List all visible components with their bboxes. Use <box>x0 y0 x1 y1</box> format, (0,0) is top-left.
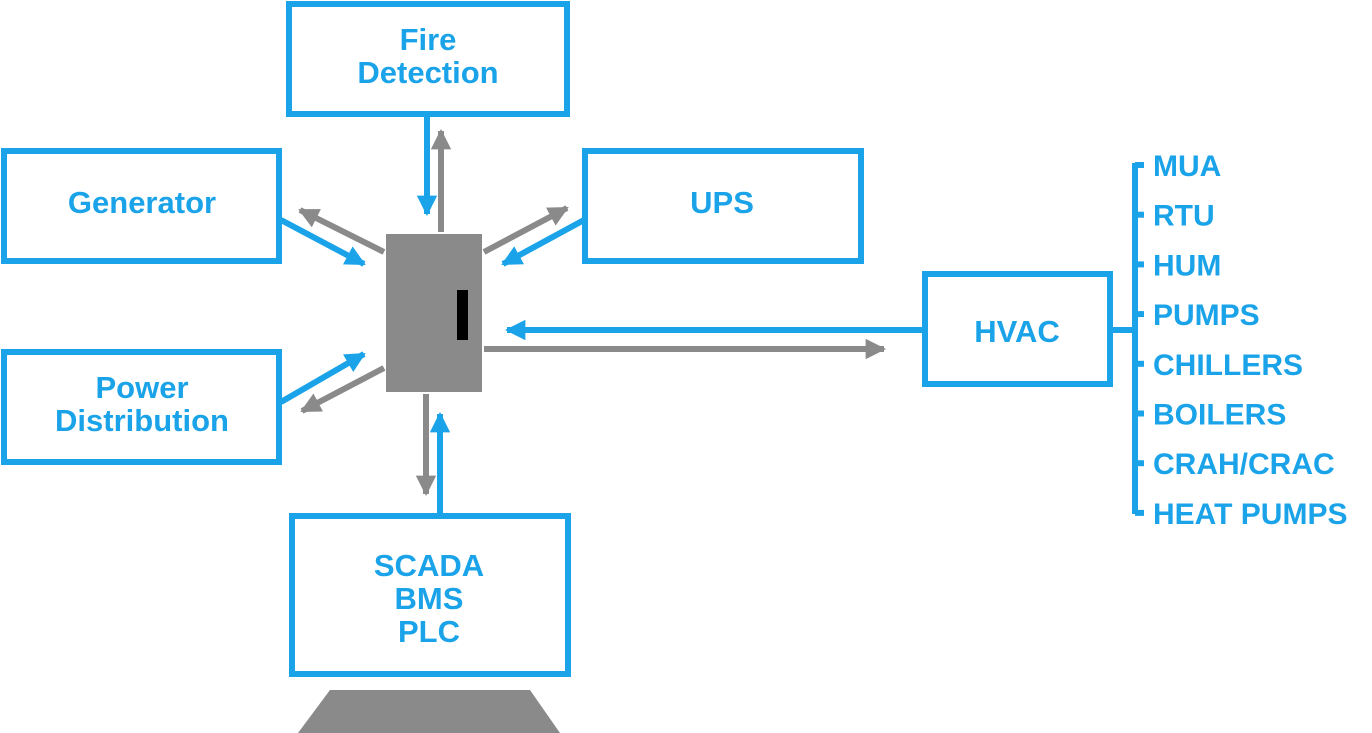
hvac-item-label: MUA <box>1153 150 1221 183</box>
arrow-controller-to-power <box>300 365 386 414</box>
hvac-label: HVAC <box>974 314 1060 349</box>
scada-label-line-3: PLC <box>398 614 460 649</box>
monitor-stand <box>298 690 560 733</box>
arrow-controller-to-generator <box>298 207 386 255</box>
hvac-item-label: HUM <box>1153 249 1221 282</box>
hvac-bracket <box>1113 163 1138 514</box>
generator-label: Generator <box>68 185 216 220</box>
controller-slot <box>457 290 468 340</box>
scada-monitor: SCADA BMS PLC <box>289 513 571 733</box>
hvac-box: HVAC <box>922 271 1113 387</box>
arrow-controller-to-ups <box>482 205 569 255</box>
ups-label: UPS <box>690 185 754 220</box>
arrow-power-to-controller <box>279 351 366 405</box>
hvac-item-label: RTU <box>1153 200 1215 233</box>
hvac-item-label: CRAH/CRAC <box>1153 448 1335 481</box>
power-distribution-box: Power Distribution <box>1 349 282 465</box>
central-controller <box>386 234 482 392</box>
fire-detection-box: Fire Detection <box>286 1 570 117</box>
ups-box: UPS <box>582 148 864 264</box>
hvac-item-label: CHILLERS <box>1153 349 1303 382</box>
power-distribution-label-line-1: Power <box>95 370 188 405</box>
hvac-item-label: PUMPS <box>1153 299 1260 332</box>
fire-detection-label-line-1: Fire <box>400 22 457 57</box>
scada-label-line-1: SCADA <box>374 548 484 583</box>
hvac-item-label: BOILERS <box>1153 399 1286 432</box>
connectors <box>279 116 923 516</box>
power-distribution-label-line-2: Distribution <box>55 403 229 438</box>
scada-label-line-2: BMS <box>395 581 464 616</box>
generator-box: Generator <box>1 148 282 264</box>
hvac-subsystem-list: MUA RTU HUM PUMPS CHILLERS BOILERS CRAH/CRAC HE… <box>1135 150 1347 531</box>
fire-detection-label-line-2: Detection <box>357 55 498 90</box>
hvac-item-label: HEAT PUMPS <box>1153 498 1347 531</box>
arrow-ups-to-controller <box>501 217 586 267</box>
scada-box <box>289 513 571 677</box>
arrow-generator-to-controller <box>279 217 366 267</box>
